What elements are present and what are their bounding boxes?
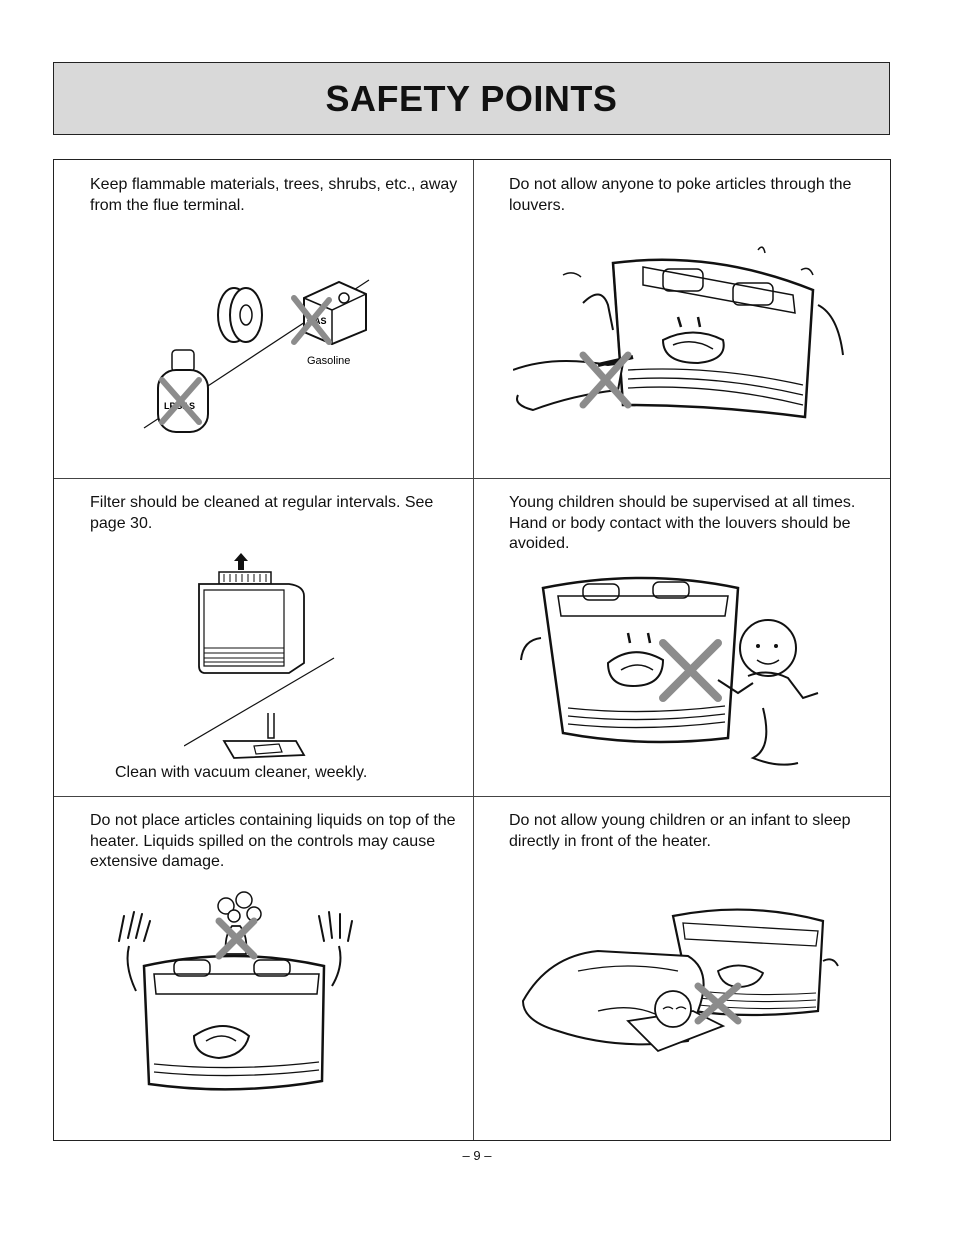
- safety-point-text: Do not allow young children or an infant…: [509, 812, 851, 850]
- safety-point-liquids: Do not place articles containing liquids…: [54, 796, 473, 1114]
- safety-point-filter: Filter should be cleaned at regular inte…: [54, 478, 473, 796]
- safety-point-text: Young children should be supervised at a…: [509, 494, 856, 552]
- grid-divider: [54, 796, 890, 797]
- safety-point-flammables: Keep flammable materials, trees, shrubs,…: [54, 160, 473, 478]
- safety-point-sleeping: Do not allow young children or an infant…: [473, 796, 892, 1114]
- safety-grid: Keep flammable materials, trees, shrubs,…: [53, 159, 891, 1141]
- safety-point-text: Keep flammable materials, trees, shrubs,…: [90, 176, 458, 214]
- page-title: SAFETY POINTS: [325, 77, 618, 119]
- gasoline-label: Gasoline: [307, 355, 350, 367]
- grid-divider: [54, 478, 890, 479]
- gas-label: GAS: [307, 316, 327, 326]
- flammables-illustration: GAS Gasoline LPGAS: [143, 279, 370, 433]
- liquids-illustration: [118, 891, 353, 1091]
- grid-divider: [473, 160, 474, 1140]
- filter-caption: Clean with vacuum cleaner, weekly.: [115, 764, 368, 781]
- safety-point-text: Filter should be cleaned at regular inte…: [90, 494, 434, 532]
- sleeping-infant-illustration: [521, 908, 839, 1053]
- safety-point-text: Do not place articles containing liquids…: [90, 812, 456, 870]
- filter-cleaning-illustration: [184, 553, 335, 759]
- safety-point-supervision: Young children should be supervised at a…: [473, 478, 892, 796]
- child-heater-illustration: [520, 576, 819, 766]
- safety-point-text: Do not allow anyone to poke articles thr…: [509, 176, 852, 214]
- safety-point-louvers: Do not allow anyone to poke articles thr…: [473, 160, 892, 478]
- page-number: – 9 –: [462, 1148, 492, 1163]
- heater-poke-illustration: [513, 246, 844, 419]
- title-banner: SAFETY POINTS: [53, 62, 890, 135]
